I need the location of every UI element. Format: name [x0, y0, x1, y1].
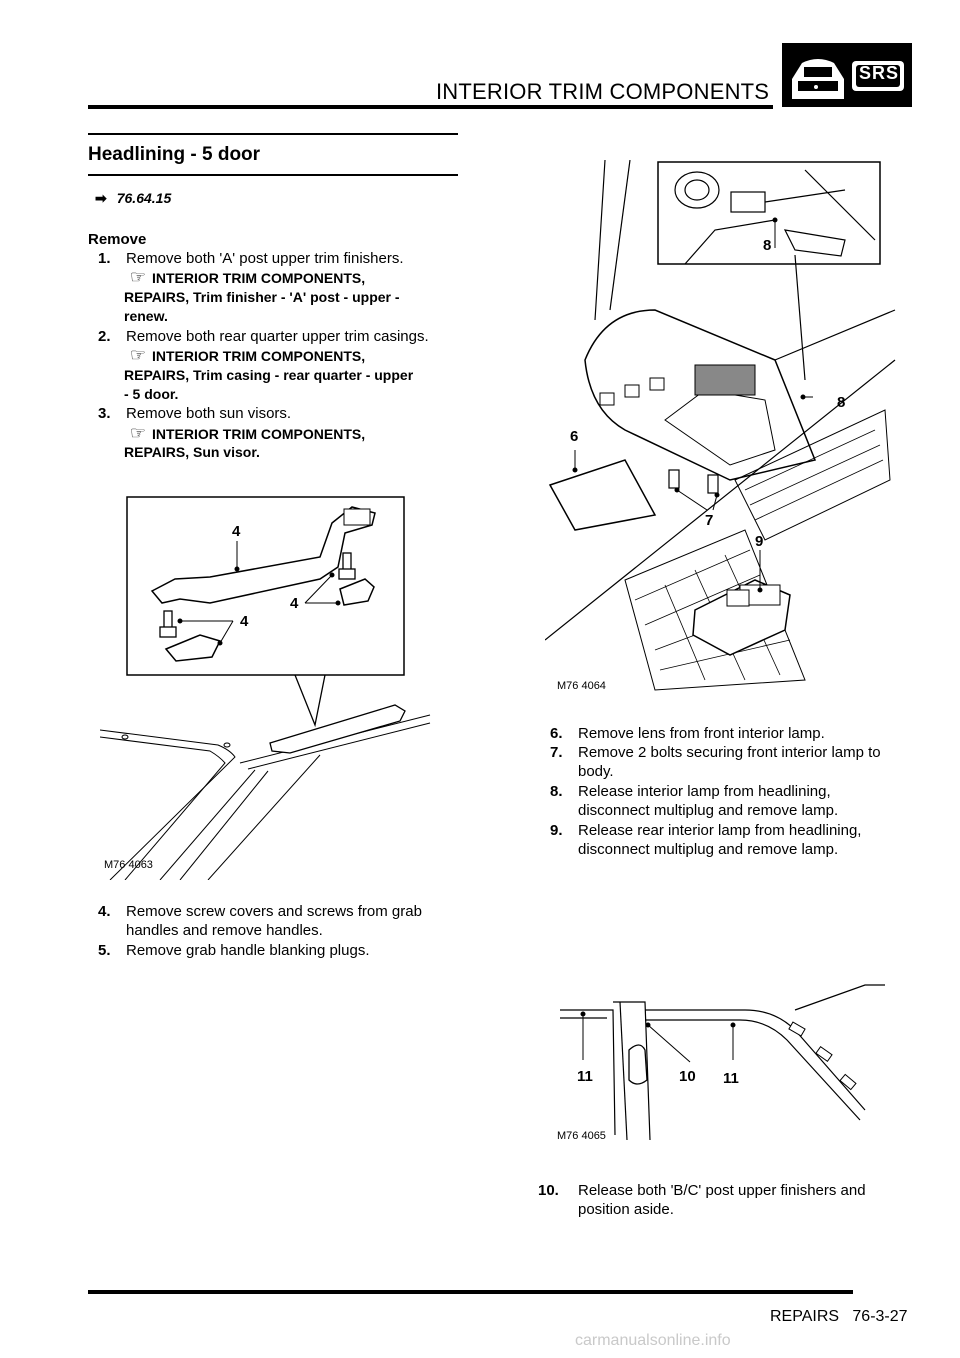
- wrench-icon: ➡: [95, 190, 107, 206]
- step-text: Release interior lamp from headlining,: [578, 783, 831, 800]
- callout-label: 4: [290, 595, 299, 612]
- step-3: 3. Remove both sun visors.: [98, 404, 468, 424]
- watermark: carmanualsonline.info: [575, 1332, 731, 1349]
- step-text: Remove both sun visors.: [126, 405, 292, 422]
- step-number: 6.: [550, 725, 563, 742]
- section-top-rule: [88, 133, 458, 135]
- operation-code: ➡ 76.64.15: [95, 190, 171, 207]
- step-text-line2: handles and remove handles.: [126, 922, 323, 939]
- callout-label: 9: [755, 533, 764, 550]
- hand-pointer-icon: ☞: [129, 267, 147, 287]
- step-7: 7. Remove 2 bolts securing front interio…: [550, 743, 920, 783]
- step-text-line2: body.: [578, 763, 614, 780]
- step-text: Release rear interior lamp from headlini…: [578, 822, 862, 839]
- callout-label: 11: [577, 1068, 593, 1085]
- figure-bc-post-finishers: 11 10 11 M76 4065: [545, 980, 885, 1150]
- cross-reference-2: ☞INTERIOR TRIM COMPONENTS,: [124, 345, 365, 367]
- step-text-line2: disconnect multiplug and remove lamp.: [578, 802, 839, 819]
- step-text: Remove grab handle blanking plugs.: [126, 942, 370, 959]
- car-front-icon: [792, 59, 904, 99]
- step-text: Remove both 'A' post upper trim finisher…: [126, 250, 404, 267]
- step-10: 10. Release both 'B/C' post upper finish…: [538, 1181, 928, 1221]
- step-text: Remove 2 bolts securing front interior l…: [578, 744, 881, 761]
- operation-code-value: 76.64.15: [116, 190, 172, 206]
- page-footer: REPAIRS 76-3-27: [770, 1308, 908, 1325]
- srs-logo: SRS: [782, 43, 912, 107]
- step-4: 4. Remove screw covers and screws from g…: [98, 902, 468, 942]
- step-text: Release both 'B/C' post upper finishers …: [578, 1182, 866, 1199]
- callout-label: 4: [232, 523, 241, 540]
- cross-reference-1-line2: REPAIRS, Trim finisher - 'A' post - uppe…: [124, 289, 400, 305]
- step-number: 8.: [550, 783, 563, 800]
- figure-label: M76 4065: [557, 1130, 606, 1142]
- figure-grab-handles: 4 4 4 M76 4063: [99, 495, 440, 881]
- cross-reference-2-line2: REPAIRS, Trim casing - rear quarter - up…: [124, 367, 414, 383]
- step-number: 4.: [98, 903, 111, 920]
- step-9: 9. Release rear interior lamp from headl…: [550, 821, 920, 861]
- cross-reference-2-line3: - 5 door.: [124, 386, 179, 402]
- bc-post-illustration: [560, 984, 885, 1141]
- callout-label: 8: [837, 394, 846, 411]
- hand-pointer-icon: ☞: [129, 345, 147, 365]
- callout-label: 4: [240, 613, 249, 630]
- step-number: 2.: [98, 328, 111, 345]
- step-text-line2: position aside.: [578, 1201, 674, 1218]
- section-bottom-rule: [88, 174, 458, 176]
- step-5: 5. Remove grab handle blanking plugs.: [98, 941, 468, 961]
- figure-label: M76 4064: [557, 680, 606, 692]
- step-number: 3.: [98, 405, 111, 422]
- header-rule: [88, 105, 773, 109]
- step-2: 2. Remove both rear quarter upper trim c…: [98, 327, 468, 347]
- step-text: Remove lens from front interior lamp.: [578, 725, 825, 742]
- interior-lamp-illustration: [544, 159, 896, 691]
- step-number: 10.: [538, 1182, 559, 1199]
- step-number: 9.: [550, 822, 563, 839]
- hand-pointer-icon: ☞: [129, 423, 147, 443]
- callout-label: 7: [705, 512, 714, 529]
- callout-label: 8: [763, 237, 772, 254]
- figure-interior-lamps: 8 8 6 7 9 M76 4064: [544, 159, 905, 700]
- step-number: 5.: [98, 942, 111, 959]
- page-header-title: INTERIOR TRIM COMPONENTS: [436, 79, 770, 104]
- srs-badge-text: SRS: [859, 63, 900, 83]
- callout-label: 11: [723, 1070, 739, 1087]
- step-1: 1. Remove both 'A' post upper trim finis…: [98, 249, 468, 269]
- callout-label: 6: [570, 428, 579, 445]
- step-6: 6. Remove lens from front interior lamp.: [550, 724, 920, 744]
- step-8: 8. Release interior lamp from headlining…: [550, 782, 920, 822]
- remove-heading: Remove: [88, 231, 147, 248]
- callout-label: 10: [679, 1068, 696, 1085]
- step-number: 7.: [550, 744, 563, 761]
- grab-handle-illustration: [99, 496, 431, 881]
- cross-reference-1-line3: renew.: [124, 308, 168, 324]
- figure-label: M76 4063: [104, 859, 153, 871]
- step-number: 1.: [98, 250, 111, 267]
- step-text: Remove both rear quarter upper trim casi…: [126, 328, 429, 345]
- footer-rule: [88, 1290, 853, 1294]
- step-text: Remove screw covers and screws from grab: [126, 903, 422, 920]
- cross-reference-1: ☞INTERIOR TRIM COMPONENTS,: [124, 267, 365, 289]
- cross-reference-3: ☞INTERIOR TRIM COMPONENTS,: [124, 423, 365, 445]
- section-title: Headlining - 5 door: [88, 144, 261, 165]
- cross-reference-3-line2: REPAIRS, Sun visor.: [124, 444, 260, 460]
- step-text-line2: disconnect multiplug and remove lamp.: [578, 841, 839, 858]
